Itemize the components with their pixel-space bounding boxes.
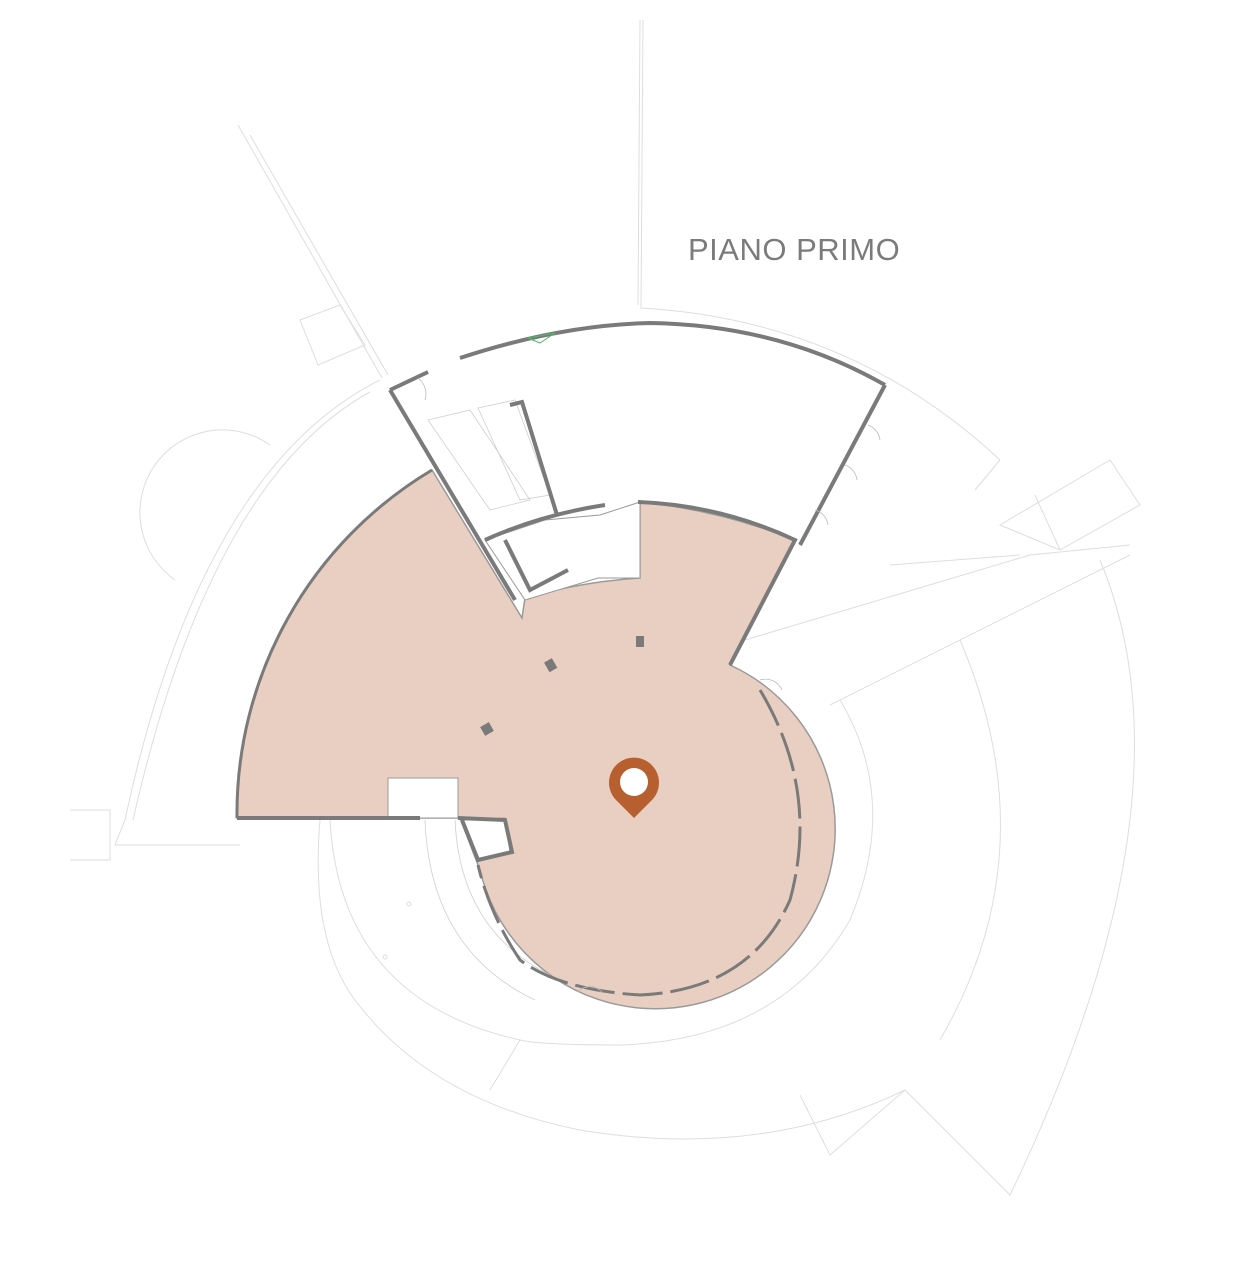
walls <box>235 320 887 863</box>
context-lines <box>70 19 1141 1196</box>
floor-title: PIANO PRIMO <box>688 232 901 267</box>
window-marker <box>526 332 556 344</box>
location-pin-icon[interactable] <box>609 757 660 818</box>
facade-wall <box>476 689 802 997</box>
columns <box>480 636 644 736</box>
doors <box>417 377 881 993</box>
stairs <box>424 399 551 1001</box>
